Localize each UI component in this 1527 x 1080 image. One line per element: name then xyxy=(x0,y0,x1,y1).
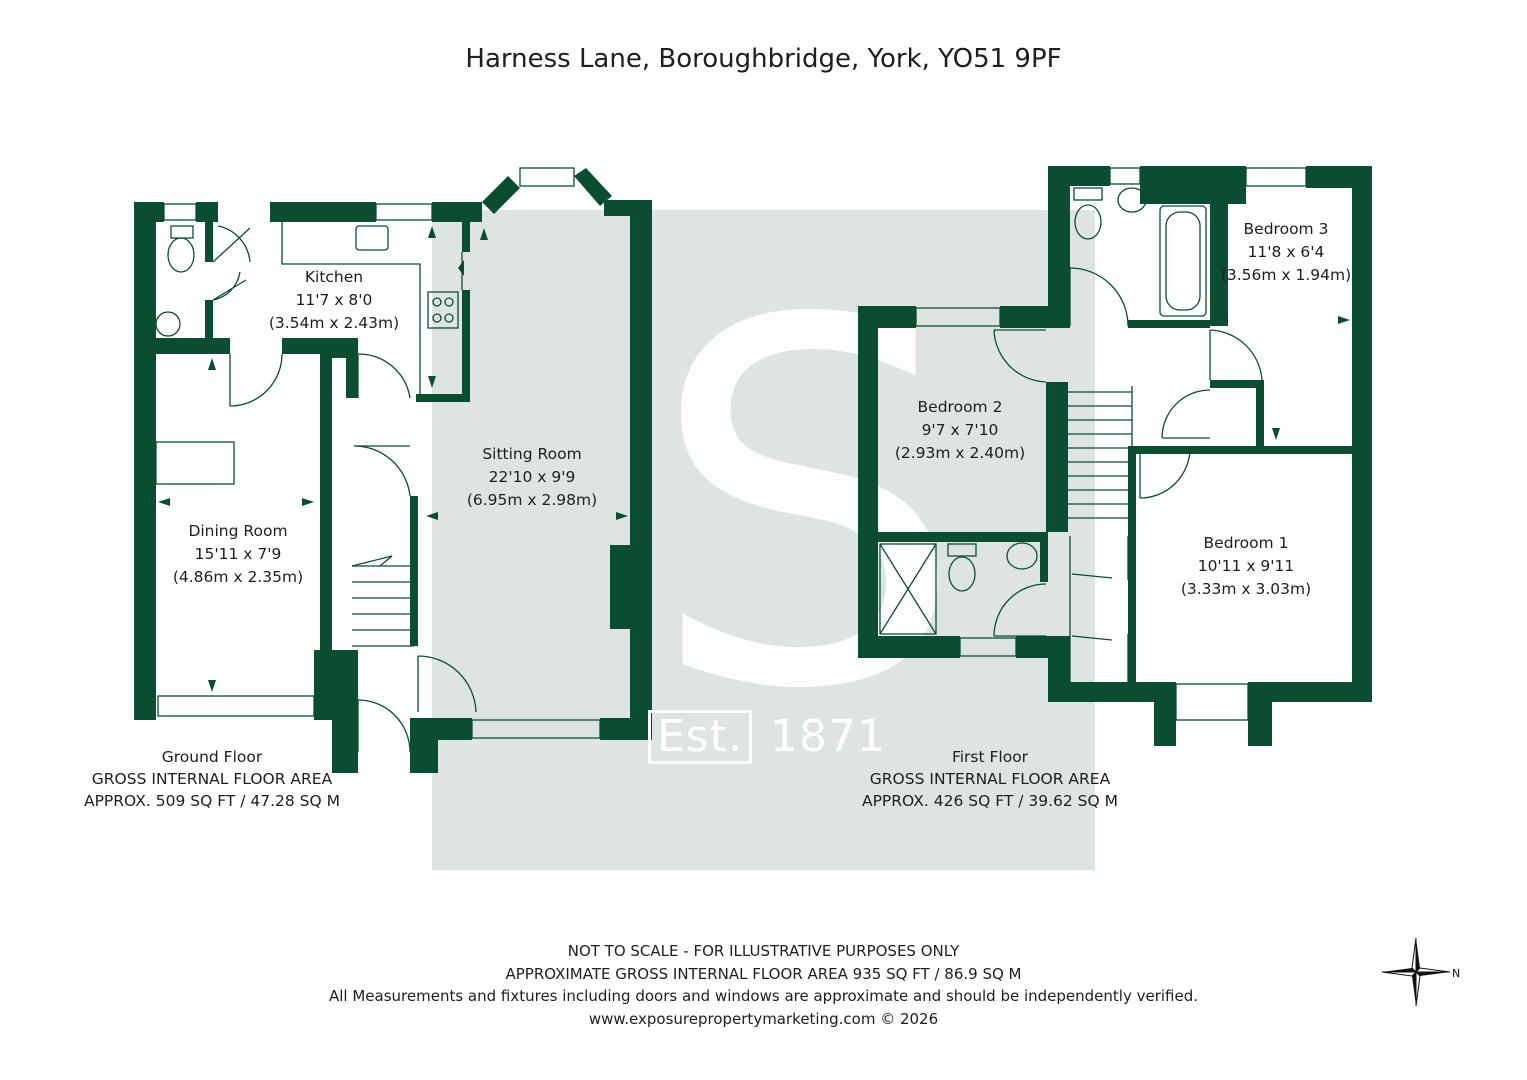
disclaimer-line-2: APPROXIMATE GROSS INTERNAL FLOOR AREA 93… xyxy=(505,964,1022,983)
watermark-est-label: Est. xyxy=(648,710,752,764)
room-name: Bedroom 1 xyxy=(1203,534,1289,552)
disclaimer-website-link[interactable]: www.exposurepropertymarketing.com © 2026 xyxy=(588,1009,939,1028)
room-imperial: 11'8 x 6'4 xyxy=(1247,243,1325,261)
floor-area-heading: GROSS INTERNAL FLOOR AREA xyxy=(91,770,333,788)
floor-area-heading: GROSS INTERNAL FLOOR AREA xyxy=(869,770,1111,788)
room-metric: (3.33m x 3.03m) xyxy=(1180,580,1312,598)
disclaimer: NOT TO SCALE - FOR ILLUSTRATIVE PURPOSES… xyxy=(0,940,1527,1030)
compass-north-label: N xyxy=(1452,967,1461,980)
room-imperial: 11'7 x 8'0 xyxy=(295,291,373,309)
room-label-dining: Dining Room 15'11 x 7'9 (4.86m x 2.35m) xyxy=(158,520,318,589)
room-label-bedroom-2: Bedroom 2 9'7 x 7'10 (2.93m x 2.40m) xyxy=(880,396,1040,465)
room-imperial: 22'10 x 9'9 xyxy=(488,468,576,486)
room-label-bedroom-1: Bedroom 1 10'11 x 9'11 (3.33m x 3.03m) xyxy=(1166,532,1326,601)
ground-floor-details xyxy=(155,167,601,753)
floor-label-ground: Ground Floor GROSS INTERNAL FLOOR AREA A… xyxy=(62,746,362,812)
floor-label-first: First Floor GROSS INTERNAL FLOOR AREA AP… xyxy=(840,746,1140,812)
watermark-est: Est. 1871 xyxy=(648,710,886,764)
room-name: Bedroom 3 xyxy=(1243,220,1329,238)
floor-name: First Floor xyxy=(951,748,1029,766)
first-floor-walls xyxy=(858,166,1372,746)
room-metric: (3.54m x 2.43m) xyxy=(268,314,400,332)
compass-rose-icon xyxy=(1381,937,1451,1007)
first-floor-details xyxy=(879,167,1307,746)
watermark-year: 1871 xyxy=(769,711,886,762)
room-imperial: 15'11 x 7'9 xyxy=(194,545,282,563)
room-imperial: 10'11 x 9'11 xyxy=(1197,557,1295,575)
ground-floor-arrows xyxy=(158,226,628,692)
room-metric: (3.56m x 1.94m) xyxy=(1220,266,1352,284)
first-floor-arrows xyxy=(1216,316,1350,440)
room-name: Kitchen xyxy=(304,268,364,286)
room-label-sitting: Sitting Room 22'10 x 9'9 (6.95m x 2.98m) xyxy=(452,443,612,512)
floor-name: Ground Floor xyxy=(161,748,263,766)
room-name: Dining Room xyxy=(188,522,288,540)
room-name: Bedroom 2 xyxy=(917,398,1003,416)
room-imperial: 9'7 x 7'10 xyxy=(921,421,999,439)
room-metric: (2.93m x 2.40m) xyxy=(894,444,1026,462)
ground-floor-walls xyxy=(134,168,652,773)
room-metric: (4.86m x 2.35m) xyxy=(172,568,304,586)
room-name: Sitting Room xyxy=(482,445,582,463)
room-metric: (6.95m x 2.98m) xyxy=(466,491,598,509)
floor-area: APPROX. 509 SQ FT / 47.28 SQ M xyxy=(83,792,341,810)
disclaimer-line-1: NOT TO SCALE - FOR ILLUSTRATIVE PURPOSES… xyxy=(567,942,960,960)
floor-area: APPROX. 426 SQ FT / 39.62 SQ M xyxy=(861,792,1119,810)
disclaimer-line-3: All Measurements and fixtures including … xyxy=(328,987,1198,1005)
plan-title: Harness Lane, Boroughbridge, York, YO51 … xyxy=(465,44,1062,74)
room-label-kitchen: Kitchen 11'7 x 8'0 (3.54m x 2.43m) xyxy=(254,266,414,335)
room-label-bedroom-3: Bedroom 3 11'8 x 6'4 (3.56m x 1.94m) xyxy=(1206,218,1366,287)
